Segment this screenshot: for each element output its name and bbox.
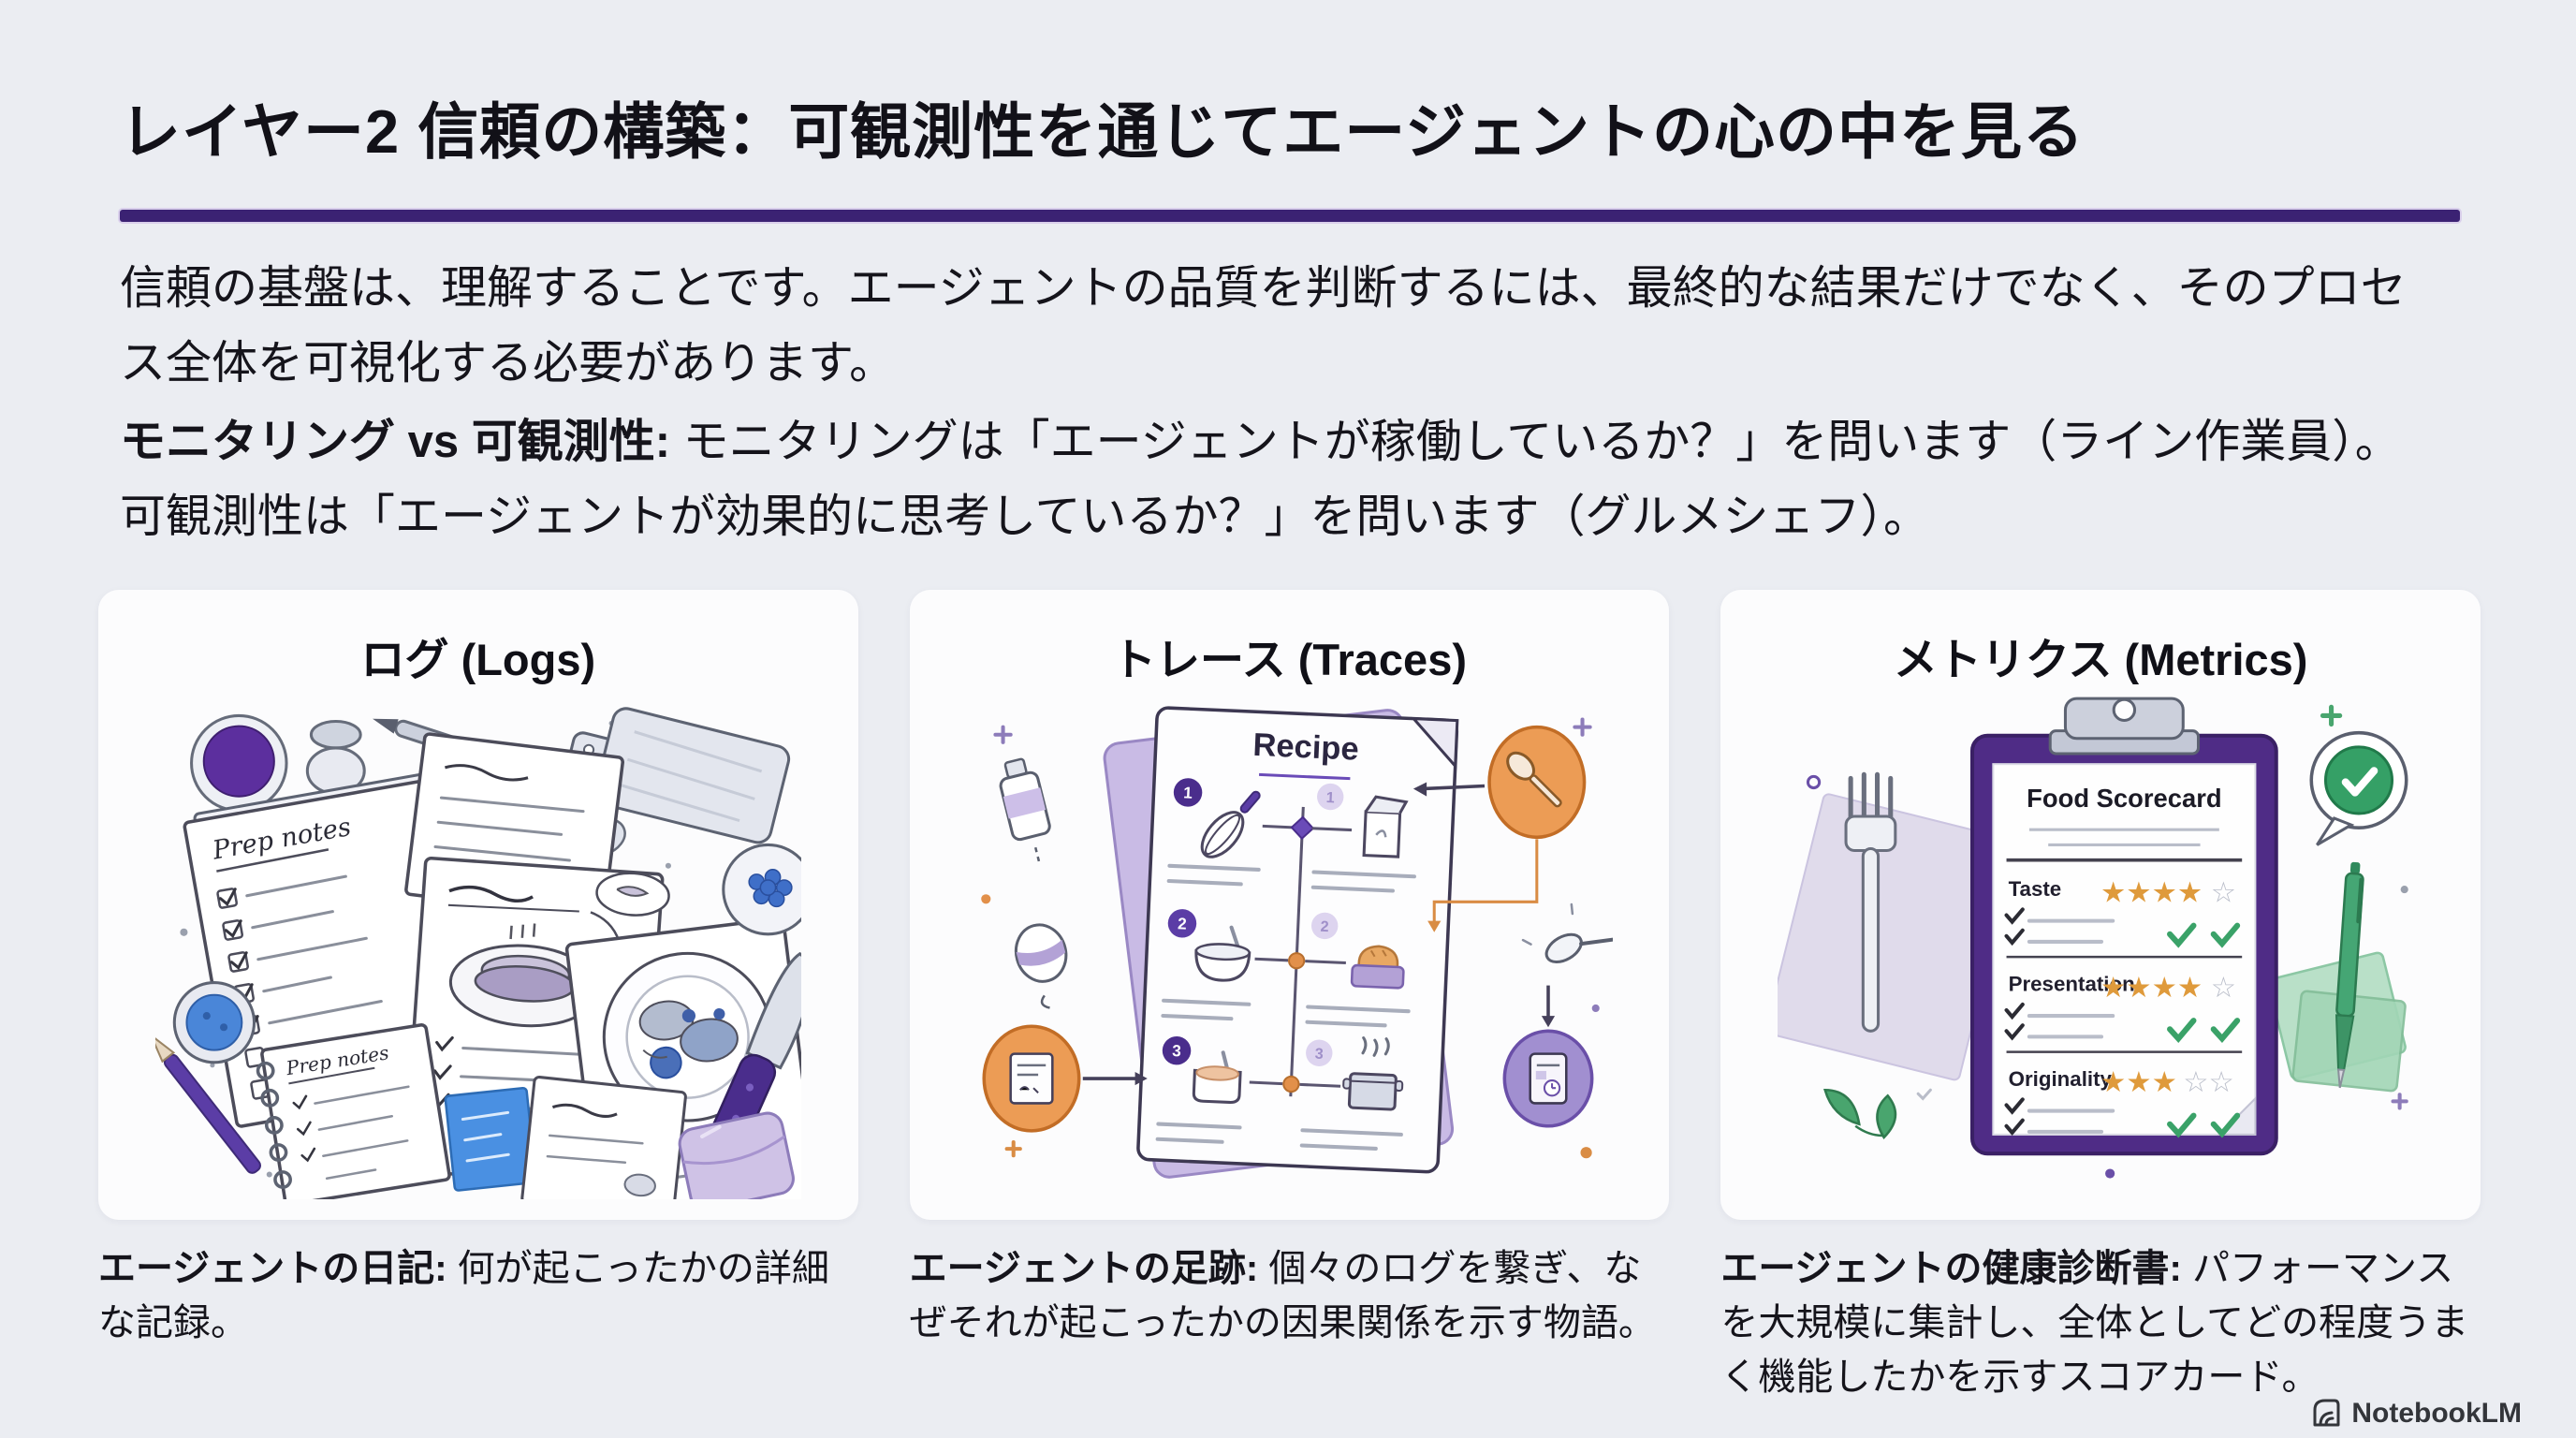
comparison-lead: モニタリング vs 可観測性: bbox=[120, 417, 671, 467]
row-label-originality: Originality bbox=[2009, 1067, 2113, 1091]
comparison-rest: モニタリングは「エージェントが稼働しているか？」を問います（ライン作業員）。可観… bbox=[120, 417, 2401, 542]
title-underline bbox=[120, 210, 2460, 222]
intro-paragraph: 信頼の基盤は、理解することです。エージェントの品質を判断するには、最終的な結果だ… bbox=[120, 263, 2407, 389]
originality-stars-empty: ☆☆ bbox=[2183, 1066, 2234, 1099]
row-label-presentation: Presentation bbox=[2009, 973, 2135, 996]
blue-sticky-note bbox=[444, 1086, 537, 1192]
green-pen-icon bbox=[2335, 861, 2364, 1089]
notebooklm-logo-icon bbox=[2313, 1399, 2340, 1427]
card-metrics-title: メトリクス (Metrics) bbox=[1893, 635, 2308, 684]
card-metrics: メトリクス (Metrics) bbox=[1720, 590, 2481, 1220]
log-card-node-icon bbox=[981, 1024, 1081, 1133]
pigment-bowl-icon bbox=[189, 713, 288, 813]
presentation-stars-empty: ☆ bbox=[2211, 972, 2236, 1005]
logs-illustration: Prep notes bbox=[154, 707, 801, 1199]
jar-icon bbox=[305, 719, 366, 796]
berries-plate-icon bbox=[722, 843, 801, 936]
pencil-icon bbox=[154, 1032, 261, 1174]
fork-icon bbox=[1844, 771, 1897, 1033]
caption-row: エージェントの日記: 何が起こったかの詳細な記録。 エージェントの足跡: 個々の… bbox=[98, 1241, 2481, 1404]
card-logs-title: ログ (Logs) bbox=[360, 635, 596, 684]
stockpot-icon bbox=[1341, 1036, 1403, 1111]
caption-metrics: エージェントの健康診断書: パフォーマンスを大規模に集計し、全体としてどの程度う… bbox=[1720, 1248, 2469, 1398]
loaf-pan-icon bbox=[1350, 945, 1405, 990]
decor-marks bbox=[1807, 704, 2408, 1179]
leaves-icon bbox=[1823, 1088, 1897, 1139]
notebooklm-brand-text: NotebookLM bbox=[2351, 1398, 2522, 1429]
caption-logs: エージェントの日記: 何が起こったかの詳細な記録。 bbox=[98, 1248, 829, 1343]
row1-text-lines bbox=[1166, 863, 1416, 893]
step-circle-3-faded bbox=[1305, 1039, 1332, 1066]
caption-traces: エージェントの足跡: 個々のログを繋ぎ、なぜそれが起こったかの因果関係を示す物語… bbox=[909, 1248, 1656, 1343]
svg-text:1: 1 bbox=[1182, 783, 1193, 801]
spoon-node-icon bbox=[1486, 725, 1586, 840]
row3-text-lines bbox=[1155, 1122, 1403, 1151]
originality-stars-filled: ★★★ bbox=[2100, 1066, 2177, 1099]
step-circle-2 bbox=[1167, 909, 1196, 938]
milk-carton-icon bbox=[1362, 795, 1409, 858]
svg-text:2: 2 bbox=[1320, 918, 1329, 935]
svg-text:3: 3 bbox=[1314, 1046, 1324, 1063]
card-traces: トレース (Traces) Recipe bbox=[909, 590, 1670, 1220]
recipe-title: Recipe bbox=[1251, 727, 1359, 768]
sugar-spoon-icon bbox=[1521, 902, 1613, 964]
svg-text:3: 3 bbox=[1171, 1041, 1180, 1060]
decor-marks bbox=[980, 717, 1600, 1159]
card-row: ログ (Logs) bbox=[98, 590, 2481, 1220]
prep-notes-notepad: Prep notes bbox=[256, 1023, 451, 1199]
row2-text-lines bbox=[1160, 998, 1411, 1028]
step-circle-3 bbox=[1162, 1035, 1191, 1065]
step-circle-2-faded bbox=[1310, 912, 1338, 940]
timer-node-icon bbox=[1502, 1029, 1593, 1128]
blue-bowl-icon bbox=[172, 981, 256, 1064]
purple-pouch-icon bbox=[678, 1111, 795, 1199]
check-bubble-icon bbox=[2309, 730, 2408, 846]
page-title: レイヤー2 信頼の構築：可観測性を通じてエージェントの心の中を見る bbox=[120, 97, 2085, 166]
saucepan-icon bbox=[1192, 1050, 1242, 1104]
taste-stars-empty: ☆ bbox=[2211, 876, 2236, 909]
card-traces-title: トレース (Traces) bbox=[1112, 635, 1467, 684]
comparison-paragraph: モニタリング vs 可観測性: モニタリングは「エージェントが稼働しているか？」… bbox=[120, 404, 2432, 554]
step-circle-1-faded bbox=[1316, 783, 1343, 811]
metrics-illustration: Food Scorecard Taste ★★★★ ☆ Presentation… bbox=[1778, 697, 2408, 1179]
step-circle-1 bbox=[1173, 778, 1202, 807]
whisk-icon bbox=[1200, 790, 1261, 858]
scorecard-title: Food Scorecard bbox=[2027, 784, 2221, 813]
traces-illustration: Recipe 1 1 bbox=[980, 706, 1613, 1179]
mixing-bowl-icon bbox=[1193, 925, 1251, 982]
svg-text:1: 1 bbox=[1325, 789, 1335, 806]
card-logs: ログ (Logs) bbox=[98, 590, 858, 1220]
svg-text:2: 2 bbox=[1177, 914, 1186, 932]
bottle-icon bbox=[999, 757, 1051, 865]
presentation-stars-filled: ★★★★ bbox=[2100, 972, 2203, 1005]
scorecard-clipboard: Food Scorecard Taste ★★★★ ☆ Presentation… bbox=[1970, 697, 2278, 1156]
taste-stars-filled: ★★★★ bbox=[2100, 876, 2203, 909]
egg-icon bbox=[1014, 923, 1067, 1009]
notebooklm-branding: NotebookLM bbox=[2309, 1397, 2522, 1431]
row-label-taste: Taste bbox=[2009, 877, 2062, 901]
recipe-page: Recipe 1 1 bbox=[1135, 706, 1458, 1174]
note-card-bottom bbox=[520, 1076, 687, 1199]
